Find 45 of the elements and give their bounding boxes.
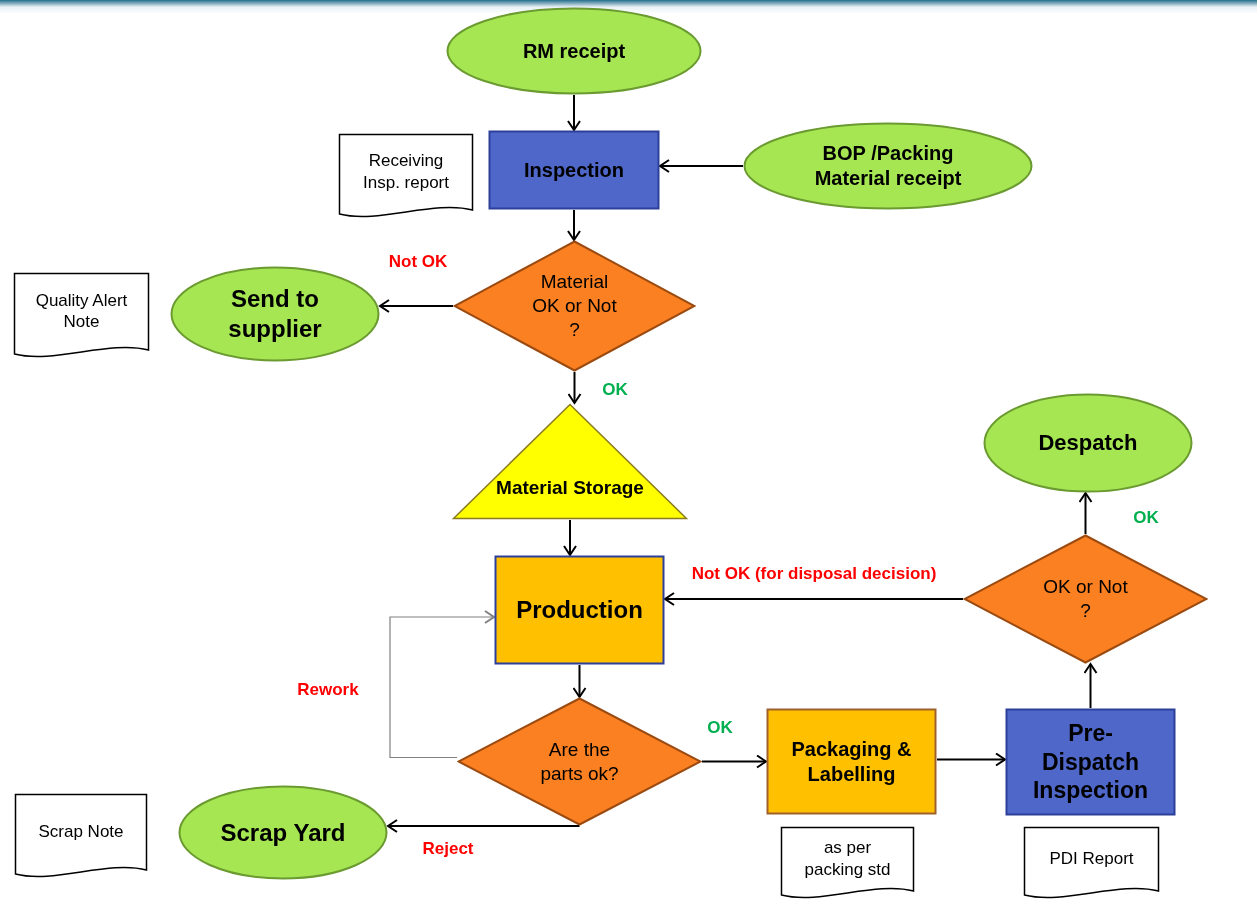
node-label: as per packing std	[803, 837, 892, 880]
arrow	[1083, 663, 1098, 709]
arrow	[563, 519, 577, 556]
node-label: OK or Not ?	[1042, 575, 1129, 623]
node-label: BOP /Packing Material receipt	[813, 141, 963, 191]
arrow	[567, 209, 581, 241]
storage-triangle	[452, 403, 688, 520]
arrow	[664, 592, 964, 606]
node-label: Pre-Dispatch Inspection	[1032, 718, 1149, 806]
node-label: Send to supplier	[227, 284, 323, 344]
node-label: Despatch	[1038, 429, 1138, 457]
node-label: Receiving Insp. report	[362, 150, 450, 193]
decision-diamond	[457, 697, 702, 826]
process-box	[494, 555, 665, 665]
node-label: Scrap Note	[38, 820, 124, 843]
node-label: Scrap Yard	[220, 817, 346, 848]
node-label: Packaging & Labelling	[790, 736, 913, 787]
node-label: Quality Alert Note	[34, 289, 129, 333]
process-box	[488, 130, 660, 210]
node-label: Material OK or Not ?	[531, 270, 618, 342]
arrow	[659, 159, 744, 173]
arrow	[387, 819, 581, 833]
arrow	[567, 371, 582, 404]
process-box	[766, 708, 937, 815]
arrow	[701, 754, 767, 769]
node-label: Are the parts ok?	[539, 737, 620, 786]
arrow	[567, 94, 581, 131]
node-label: RM receipt	[522, 38, 626, 64]
arrow	[572, 664, 587, 698]
arrow	[936, 752, 1006, 767]
terminal-ellipse	[983, 393, 1193, 493]
process-box	[1005, 708, 1176, 816]
decision-diamond	[453, 240, 696, 372]
terminal-ellipse	[178, 785, 388, 880]
terminal-ellipse	[743, 122, 1033, 210]
decision-diamond	[963, 534, 1208, 664]
terminal-ellipse	[170, 266, 380, 362]
arrow	[389, 610, 495, 759]
node-label: Material Storage	[496, 475, 644, 500]
node-label: PDI Report	[1049, 847, 1134, 870]
arrow	[379, 299, 454, 313]
node-label: Production	[516, 595, 643, 625]
arrow	[1078, 492, 1093, 535]
terminal-ellipse	[446, 7, 702, 95]
node-label: Inspection	[524, 157, 624, 183]
